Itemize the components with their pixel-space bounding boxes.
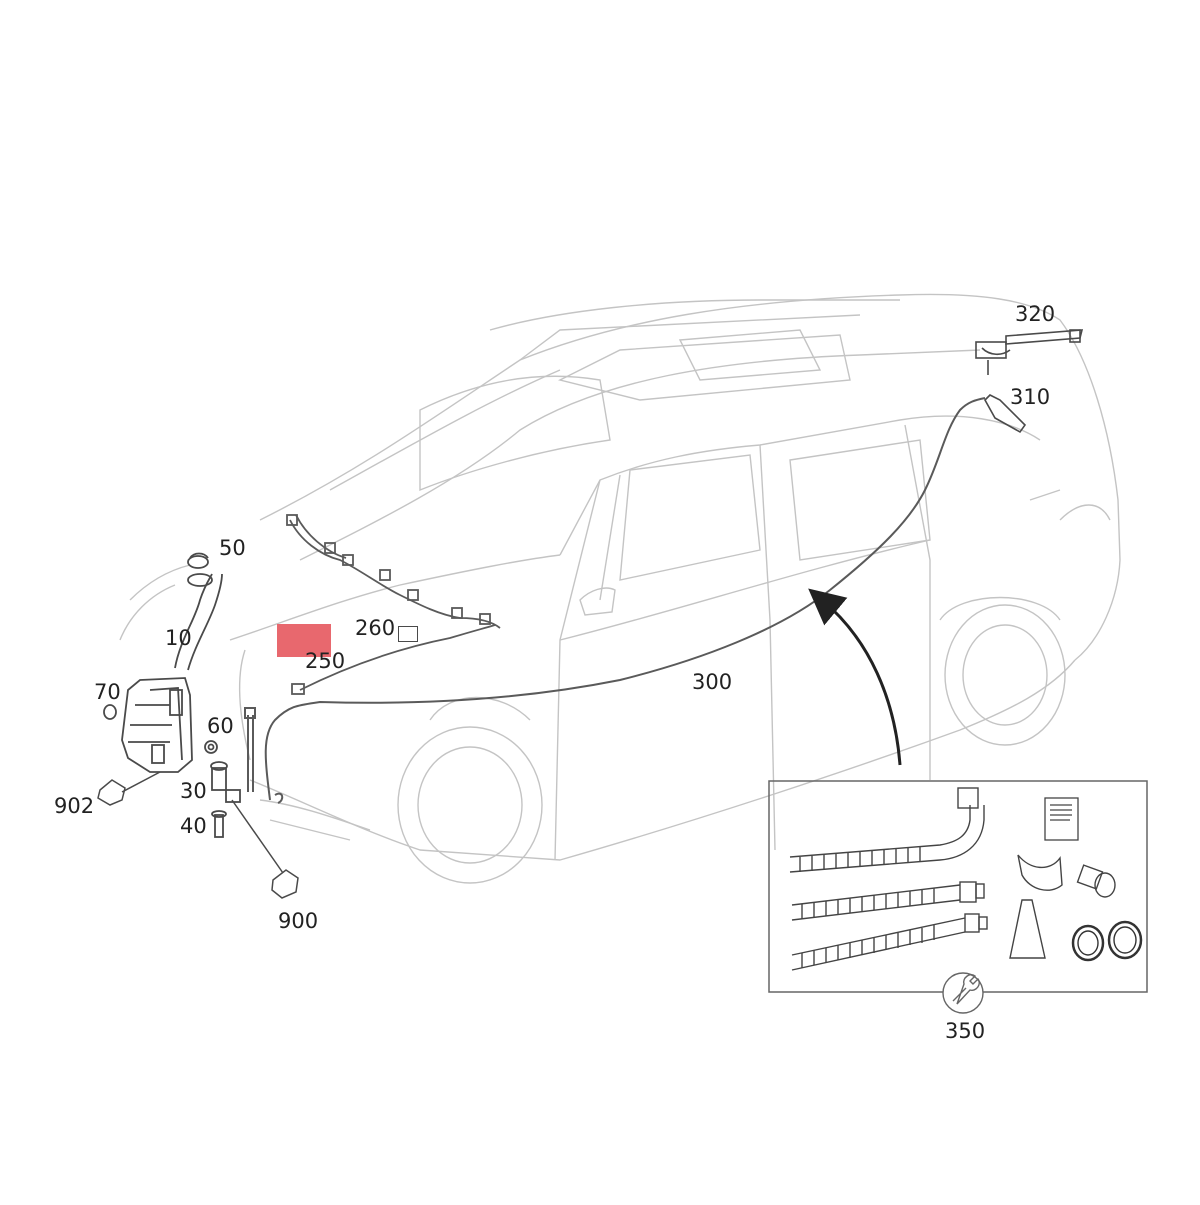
kit-clip [1017, 854, 1063, 891]
highlight-marker [277, 624, 331, 657]
callout-300: 300 [692, 670, 733, 694]
callout-50: 50 [219, 536, 246, 560]
kit-hose-straight-2 [791, 913, 988, 971]
callout-10: 10 [165, 626, 192, 650]
bracket-parts [97, 771, 299, 899]
callout-902: 902 [54, 794, 95, 818]
kit-funnel [1009, 899, 1046, 959]
front-hose-assembly [286, 514, 501, 695]
callout-70: 70 [94, 680, 121, 704]
kit-hose-straight-1 [791, 881, 985, 921]
callout-40: 40 [180, 814, 207, 838]
rear-washer-hose [244, 397, 986, 804]
callout-260: 260 [355, 616, 396, 640]
kit-connector [1076, 864, 1116, 898]
callout-250: 250 [305, 649, 346, 673]
kit-box [768, 780, 1148, 993]
leader-arrow [808, 588, 902, 766]
kit-instruction-sheet [1044, 797, 1079, 841]
wrench-icon [942, 972, 984, 1014]
callout-320: 320 [1015, 302, 1056, 326]
clip-part-260 [398, 626, 418, 642]
callout-900: 900 [278, 909, 319, 933]
rear-nozzle-parts [975, 329, 1084, 434]
kit-hose-elbow [789, 787, 985, 873]
washer-reservoir [103, 552, 241, 838]
callout-30: 30 [180, 779, 207, 803]
callout-60: 60 [207, 714, 234, 738]
callout-310: 310 [1010, 385, 1051, 409]
callout-350: 350 [945, 1019, 986, 1043]
kit-rings [1071, 920, 1143, 962]
